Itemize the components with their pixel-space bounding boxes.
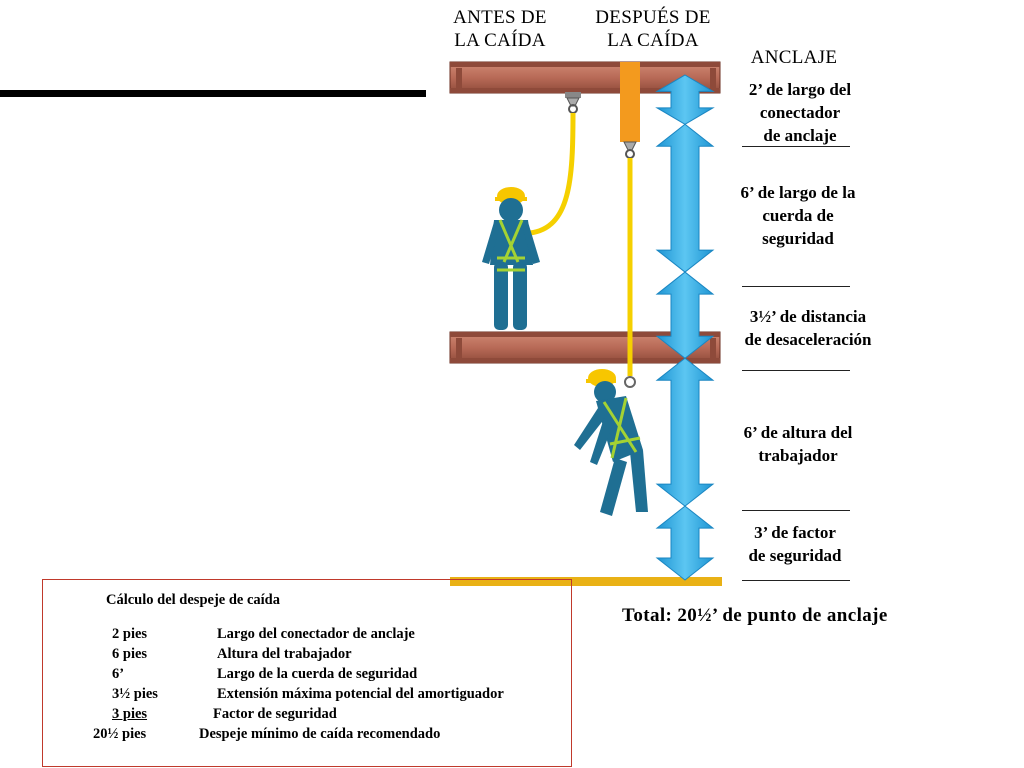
header-before-fall: ANTES DE LA CAÍDA — [438, 6, 562, 52]
deployed-shock-absorber — [620, 62, 640, 142]
calc-qty: 6 pies — [112, 646, 148, 662]
separator-1 — [742, 146, 850, 147]
lanyard-before — [529, 112, 576, 236]
calc-qty: 2 pies — [112, 626, 148, 642]
clearance-arrow-segment-2 — [655, 123, 715, 273]
calc-row: 3 pies Factor de seguridad — [43, 704, 571, 724]
floor-line — [450, 577, 722, 586]
harness-d-ring — [624, 376, 636, 388]
calc-desc: Largo del conectador de anclaje — [217, 626, 415, 642]
calc-desc: Altura del trabajador — [217, 646, 352, 662]
separator-5 — [742, 580, 850, 581]
segment-5-line-1: 3’ de factor — [754, 523, 836, 542]
segment-4-line-2: trabajador — [758, 446, 838, 465]
calc-row: 2 pies Largo del conectador de anclaje — [43, 624, 571, 644]
header-anchor: ANCLAJE — [750, 47, 838, 68]
calc-desc: Factor de seguridad — [213, 706, 337, 722]
separator-4 — [742, 510, 850, 511]
calc-row: 20½ pies Despeje mínimo de caída recomen… — [43, 724, 571, 744]
calc-qty: 20½ pies — [93, 726, 147, 742]
segment-label-anchor-connector: 2’ de largo del conectador de anclaje — [715, 78, 885, 147]
segment-2-line-2: cuerda de — [762, 206, 834, 225]
calculation-box: Cálculo del despeje de caída 2 pies Larg… — [42, 579, 572, 767]
segment-label-worker-height: 6’ de altura del trabajador — [713, 421, 883, 467]
calc-qty: 3½ pies — [112, 686, 158, 702]
calc-row: 6 pies Altura del trabajador — [43, 644, 571, 664]
segment-4-line-1: 6’ de altura del — [743, 423, 853, 442]
header-after-line-1: DESPUÉS DE — [595, 7, 711, 28]
segment-label-lanyard: 6’ de largo de la cuerda de seguridad — [713, 181, 883, 250]
segment-1-line-1: 2’ de largo del — [748, 80, 852, 99]
segment-label-safety-factor: 3’ de factor de seguridad — [710, 521, 880, 567]
segment-3-line-1: 3½’ de distancia — [749, 307, 867, 326]
segment-1-line-3: de anclaje — [763, 126, 837, 145]
total-clearance: Total: 20½’ de punto de anclaje — [622, 605, 888, 626]
separator-2 — [742, 286, 850, 287]
header-after-fall: DESPUÉS DE LA CAÍDA — [582, 6, 724, 52]
decorative-rule — [0, 90, 426, 97]
anchor-connector-before — [565, 92, 581, 114]
anchor-connector-after — [623, 141, 637, 159]
segment-label-deceleration: 3½’ de distancia de desaceleración — [720, 305, 896, 351]
worker-suspended — [574, 369, 648, 516]
segment-3-line-2: de desaceleración — [744, 330, 872, 349]
header-before-line-1: ANTES DE — [453, 7, 547, 28]
segment-2-line-1: 6’ de largo de la — [740, 183, 856, 202]
calc-qty: 3 pies — [112, 706, 148, 722]
calc-row: 6’ Largo de la cuerda de seguridad — [43, 664, 571, 684]
calc-desc: Despeje mínimo de caída recomendado — [199, 726, 441, 742]
segment-1-line-2: conectador — [759, 103, 841, 122]
header-after-line-2: LA CAÍDA — [607, 30, 699, 51]
segment-2-line-3: seguridad — [762, 229, 834, 248]
header-before-line-2: LA CAÍDA — [454, 30, 546, 51]
segment-5-line-2: de seguridad — [748, 546, 842, 565]
clearance-arrow-segment-5 — [655, 505, 715, 581]
calc-row: 3½ pies Extensión máxima potencial del a… — [43, 684, 571, 704]
calc-qty: 6’ — [112, 666, 125, 682]
worker-standing — [482, 187, 540, 330]
clearance-arrow-stack — [655, 74, 715, 581]
calc-desc: Largo de la cuerda de seguridad — [217, 666, 418, 682]
clearance-arrow-segment-4 — [655, 357, 715, 507]
calculation-title: Cálculo del despeje de caída — [106, 592, 280, 608]
separator-3 — [742, 370, 850, 371]
calc-desc: Extensión máxima potencial del amortigua… — [217, 686, 504, 702]
